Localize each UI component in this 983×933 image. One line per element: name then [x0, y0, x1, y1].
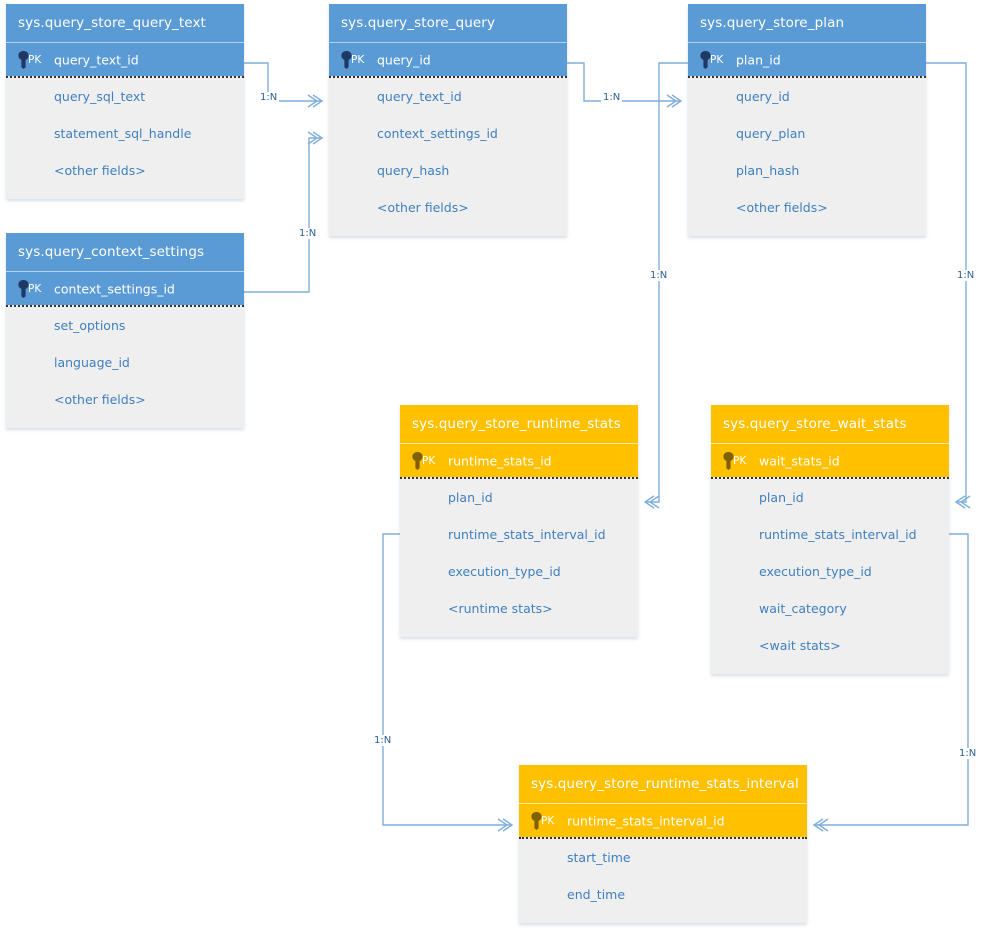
pk-tag: PK	[351, 53, 365, 66]
entity-field[interactable]: <runtime stats>	[448, 601, 553, 616]
rel-query-to-plan[interactable]	[567, 62, 683, 108]
relationship-arrowhead	[307, 94, 324, 108]
cardinality-label: 1:N	[955, 270, 977, 281]
entity-pk-row-runtime_stats[interactable]: PK runtime_stats_id	[400, 443, 638, 477]
pk-field-name: runtime_stats_id	[448, 453, 552, 468]
entity-field[interactable]: query_text_id	[377, 89, 462, 104]
entity-field[interactable]: execution_type_id	[448, 564, 561, 579]
relationship-line	[645, 62, 688, 503]
entity-pk-row-wait_stats[interactable]: PK wait_stats_id	[711, 443, 949, 477]
primary-key-icon	[531, 811, 542, 830]
entity-field[interactable]: query_plan	[736, 126, 806, 141]
pk-tag: PK	[28, 282, 42, 295]
entity-pk-row-query[interactable]: PK query_id	[329, 42, 567, 76]
relationship-arrowhead	[812, 818, 829, 832]
entity-pk-row-plan[interactable]: PK plan_id	[688, 42, 926, 76]
cardinality-label: 1:N	[297, 228, 319, 239]
pk-field-name: query_text_id	[54, 52, 139, 67]
primary-key-icon	[18, 50, 29, 69]
pk-tag: PK	[710, 53, 724, 66]
entity-pk-row-context_settings[interactable]: PK context_settings_id	[6, 271, 244, 305]
entity-title-query_text: sys.query_store_query_text	[6, 4, 244, 42]
entity-fields-wait_stats: plan_id runtime_stats_interval_id executio…	[711, 477, 949, 674]
rel-plan-to-runtime-stats[interactable]	[643, 62, 688, 509]
entity-field[interactable]: query_sql_text	[54, 89, 146, 104]
primary-key-icon	[723, 451, 734, 470]
pk-tag: PK	[28, 53, 42, 66]
entity-field[interactable]: plan_id	[759, 490, 804, 505]
primary-key-icon	[412, 451, 423, 470]
rel-query-text-to-query[interactable]	[244, 62, 324, 108]
entity-field[interactable]: <other fields>	[54, 163, 146, 178]
relationship-line	[567, 62, 681, 102]
pk-tag: PK	[733, 454, 747, 467]
entity-field[interactable]: <wait stats>	[759, 638, 841, 653]
pk-tag: PK	[422, 454, 436, 467]
entity-title-wait_stats: sys.query_store_wait_stats	[711, 405, 949, 443]
entity-title-query: sys.query_store_query	[329, 4, 567, 42]
entity-field[interactable]: runtime_stats_interval_id	[448, 527, 606, 542]
entity-pk-row-interval[interactable]: PK runtime_stats_interval_id	[519, 803, 807, 837]
entity-field[interactable]: set_options	[54, 318, 126, 333]
pk-field-name: wait_stats_id	[759, 453, 840, 468]
entity-pk-row-query_text[interactable]: PK query_text_id	[6, 42, 244, 76]
entity-field[interactable]: wait_category	[759, 601, 847, 616]
entity-field[interactable]: runtime_stats_interval_id	[759, 527, 917, 542]
pk-tag: PK	[541, 814, 555, 827]
entity-field[interactable]: <other fields>	[377, 200, 469, 215]
relationship-arrowhead	[307, 131, 324, 145]
entity-title-runtime_stats: sys.query_store_runtime_stats	[400, 405, 638, 443]
entity-field[interactable]: context_settings_id	[377, 126, 498, 141]
primary-key-icon	[18, 279, 29, 298]
relationship-arrowhead	[954, 495, 971, 509]
relationship-arrowhead	[666, 94, 683, 108]
entity-field[interactable]: plan_hash	[736, 163, 800, 178]
entity-field[interactable]: statement_sql_handle	[54, 126, 192, 141]
entity-field[interactable]: <other fields>	[54, 392, 146, 407]
cardinality-label: 1:N	[648, 270, 670, 281]
entity-fields-query_text: query_sql_text statement_sql_handle <other…	[6, 76, 244, 199]
pk-field-name: context_settings_id	[54, 281, 175, 296]
cardinality-label: 1:N	[258, 92, 280, 103]
relationship-arrowhead	[643, 495, 660, 509]
entity-title-plan: sys.query_store_plan	[688, 4, 926, 42]
cardinality-label: 1:N	[601, 92, 623, 103]
relationship-line	[244, 137, 322, 293]
entity-field[interactable]: language_id	[54, 355, 130, 370]
pk-field-name: plan_id	[736, 52, 781, 67]
entity-title-interval: sys.query_store_runtime_stats_interval	[519, 765, 807, 803]
entity-field[interactable]: query_id	[736, 89, 790, 104]
entity-title-context_settings: sys.query_context_settings	[6, 233, 244, 271]
rel-context-settings-to-query[interactable]	[244, 131, 324, 293]
entity-field[interactable]: plan_id	[448, 490, 493, 505]
entity-fields-query: query_text_id context_settings_id query_ha…	[329, 76, 567, 236]
pk-field-name: runtime_stats_interval_id	[567, 813, 725, 828]
entity-fields-context_settings: set_options language_id <other fields>	[6, 305, 244, 428]
entity-field[interactable]: execution_type_id	[759, 564, 872, 579]
relationship-arrowhead	[497, 818, 514, 832]
pk-field-name: query_id	[377, 52, 431, 67]
relationship-line	[244, 62, 322, 102]
primary-key-icon	[700, 50, 711, 69]
entity-fields-runtime_stats: plan_id runtime_stats_interval_id executio…	[400, 477, 638, 637]
entity-fields-interval: start_time end_time	[519, 837, 807, 923]
cardinality-label: 1:N	[372, 735, 394, 746]
primary-key-icon	[341, 50, 352, 69]
entity-field[interactable]: start_time	[567, 850, 631, 865]
cardinality-label: 1:N	[957, 748, 979, 759]
entity-field[interactable]: <other fields>	[736, 200, 828, 215]
entity-fields-plan: query_id query_plan plan_hash <other fields…	[688, 76, 926, 236]
entity-field[interactable]: end_time	[567, 887, 626, 902]
entity-field[interactable]: query_hash	[377, 163, 450, 178]
